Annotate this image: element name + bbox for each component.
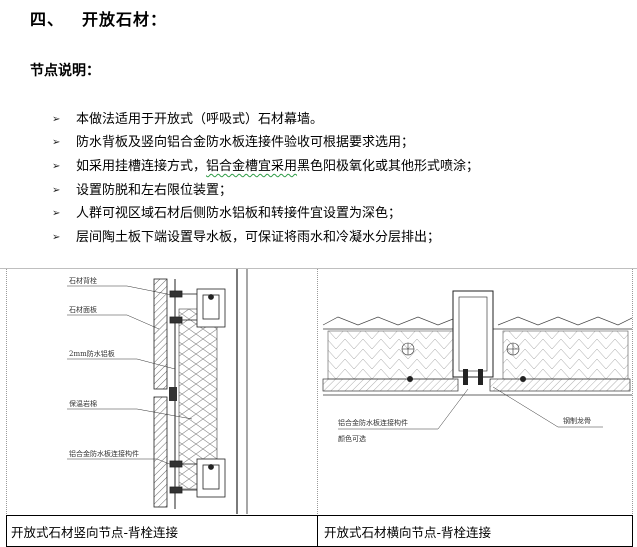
bullet-text: 层间陶土板下端设置导水板，可保证将雨水和冷凝水分层排出； [76, 229, 441, 245]
bullet-item: ➢ 本做法适用于开放式（呼吸式）石材幕墙。 [52, 108, 479, 132]
label-alu-connector: 铝合金防水板连接构件 [69, 449, 139, 458]
arrow-bullet-icon: ➢ [52, 137, 61, 149]
section-heading: 四、开放石材： [30, 6, 167, 30]
figure-table: 石材背栓 石材面板 2mm防水铝板 保温岩棉 铝合金防水板连接构件 [0, 268, 637, 547]
bullet-text: 防水背板及竖向铝合金防水板连接件验收可根据要求选用； [76, 135, 415, 151]
upper-bracket [169, 288, 226, 328]
label-waterproof-plate: 2mm防水铝板 [69, 349, 115, 358]
label-stone-bolt: 石材背栓 [69, 276, 97, 285]
arrow-bullet-icon: ➢ [52, 184, 61, 196]
bullet-list: ➢ 本做法适用于开放式（呼吸式）石材幕墙。 ➢ 防水背板及竖向铝合金防水板连接件验收… [52, 108, 479, 250]
arrow-bullet-icon: ➢ [52, 113, 61, 125]
steel-keel [452, 290, 494, 378]
bullet-text: 如采用挂槽连接方式， [76, 158, 207, 174]
stone-panel-left [322, 378, 459, 392]
bullet-item: ➢ 人群可视区域石材后侧防水铝板和转接件宜设置为深色； [52, 202, 479, 226]
arrow-bullet-icon: ➢ [52, 208, 61, 220]
label-steel-keel: 钢制龙骨 [563, 416, 591, 425]
section-number: 四、 [30, 10, 65, 29]
stone-panel-right [489, 378, 631, 392]
horizontal-node-svg: 铝合金防水板连接构件 颜色可选 钢制龙骨 [322, 290, 632, 443]
grammar-check-underlined-text: 铝合金槽宜采用 [206, 158, 298, 174]
label-color-optional: 颜色可选 [338, 434, 366, 443]
bullet-item: ➢ 防水背板及竖向铝合金防水板连接件验收可根据要求选用； [52, 132, 479, 156]
bullet-text: 设置防脱和左右限位装置； [76, 182, 233, 198]
bullet-text: 人群可视区域石材后侧防水铝板和转接件宜设置为深色； [76, 206, 402, 222]
caption-horizontal-node: 开放式石材横向节点-背栓连接 [317, 515, 633, 547]
bullet-item: ➢ 层间陶土板下端设置导水板，可保证将雨水和冷凝水分层排出； [52, 226, 479, 250]
bullet-item: ➢ 设置防脱和左右限位装置； [52, 179, 479, 203]
label-insulation: 保温岩棉 [69, 399, 97, 408]
lower-bracket [169, 458, 226, 498]
node-description-heading: 节点说明： [30, 63, 100, 79]
stone-panel-lower [153, 396, 168, 508]
horizontal-node-drawing: 铝合金防水板连接构件 颜色可选 钢制龙骨 [317, 269, 633, 514]
caption-vertical-node: 开放式石材竖向节点-背栓连接 [6, 515, 317, 547]
arrow-bullet-icon: ➢ [52, 160, 61, 172]
bullet-text: 黑色阳极氧化或其他形式喷涂； [297, 158, 480, 174]
label-alu-connector-right: 铝合金防水板连接构件 [338, 418, 408, 427]
stone-panel-upper [153, 278, 168, 390]
vertical-node-drawing: 石材背栓 石材面板 2mm防水铝板 保温岩棉 铝合金防水板连接构件 [6, 269, 316, 514]
arrow-bullet-icon: ➢ [52, 231, 61, 243]
vertical-node-svg: 石材背栓 石材面板 2mm防水铝板 保温岩棉 铝合金防水板连接构件 [67, 269, 248, 514]
bullet-item: ➢ 如采用挂槽连接方式，铝合金槽宜采用黑色阳极氧化或其他形式喷涂； [52, 155, 479, 179]
label-stone-panel: 石材面板 [69, 305, 97, 314]
bullet-text: 本做法适用于开放式（呼吸式）石材幕墙。 [76, 111, 324, 127]
section-title: 开放石材： [82, 10, 168, 29]
